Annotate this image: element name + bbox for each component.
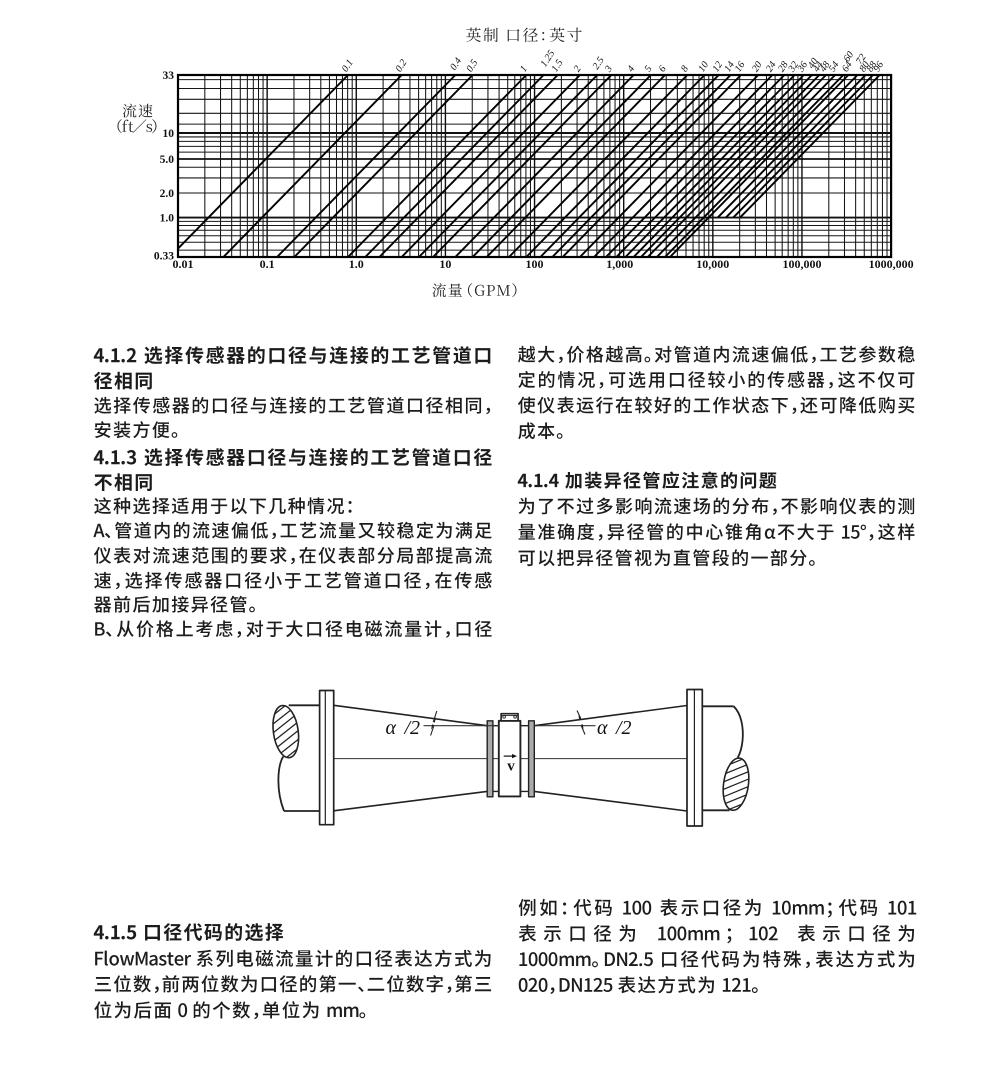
- svg-text:4: 4: [625, 64, 637, 74]
- svg-text:32: 32: [786, 60, 801, 75]
- svg-text:3: 3: [603, 64, 615, 75]
- svg-text:0.5: 0.5: [464, 58, 480, 74]
- svg-text:5: 5: [643, 64, 655, 74]
- svg-text:α: α: [597, 717, 608, 739]
- svg-text:v: v: [507, 759, 515, 775]
- svg-text:2: 2: [572, 64, 584, 74]
- svg-text:10: 10: [163, 128, 175, 140]
- svg-text:33: 33: [163, 70, 175, 82]
- svg-text:/2: /2: [404, 717, 421, 739]
- svg-text:100: 100: [526, 257, 544, 271]
- svg-text:36: 36: [795, 60, 810, 75]
- svg-text:0.33: 0.33: [154, 251, 174, 263]
- svg-text:54: 54: [827, 60, 842, 74]
- svg-text:6: 6: [657, 64, 669, 74]
- svg-text:1,000: 1,000: [606, 257, 633, 271]
- svg-text:2.0: 2.0: [160, 188, 175, 200]
- svg-text:0.1: 0.1: [340, 58, 356, 74]
- svg-text:10,000: 10,000: [696, 257, 729, 271]
- svg-text:1.0: 1.0: [349, 257, 364, 271]
- svg-text:64: 64: [840, 60, 855, 74]
- svg-text:100,000: 100,000: [783, 257, 822, 271]
- svg-text:α: α: [386, 717, 397, 739]
- svg-text:5.0: 5.0: [160, 154, 175, 166]
- svg-text:0.01: 0.01: [173, 257, 194, 271]
- svg-text:1.0: 1.0: [160, 213, 175, 225]
- svg-text:0.2: 0.2: [393, 58, 409, 74]
- svg-text:0.1: 0.1: [260, 257, 275, 271]
- svg-text:0.4: 0.4: [448, 56, 464, 72]
- svg-text:10: 10: [439, 257, 451, 271]
- svg-text:1000,000: 1000,000: [869, 257, 914, 271]
- svg-text:/2: /2: [615, 717, 632, 739]
- svg-text:10: 10: [696, 60, 711, 74]
- svg-text:20: 20: [750, 60, 765, 74]
- svg-text:16: 16: [733, 60, 748, 74]
- svg-text:8: 8: [679, 64, 691, 74]
- svg-text:1: 1: [518, 64, 530, 74]
